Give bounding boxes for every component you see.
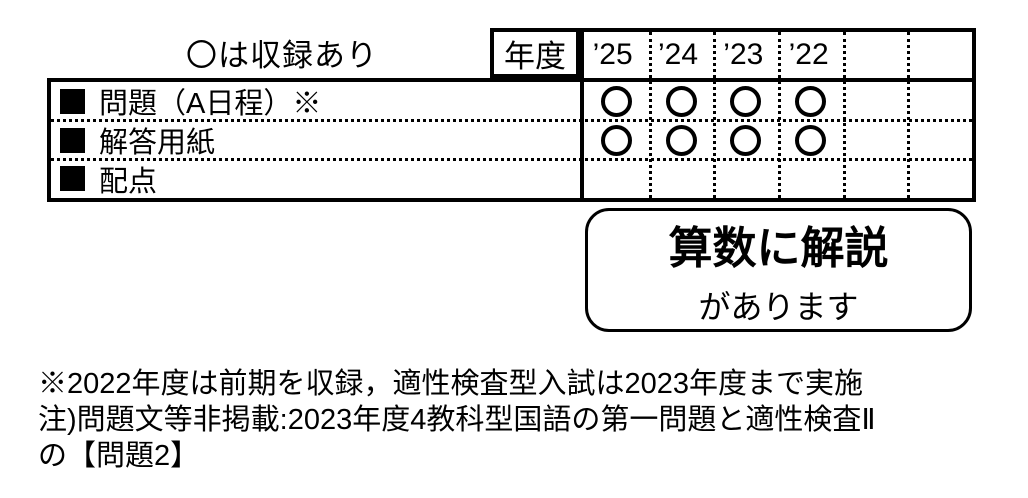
year-column-empty-2 (907, 32, 972, 78)
inclusion-cell (584, 82, 649, 121)
included-circle-icon (600, 124, 632, 156)
inclusion-cell (778, 82, 843, 121)
callout-subtitle: があります (698, 289, 859, 325)
table-row-scoring: 配点 (51, 159, 972, 198)
inclusion-cell (907, 121, 972, 160)
column-divider-solid (580, 28, 584, 202)
footnote-line-1: ※2022年度は前期を収録，適性検査型入試は2023年度まで実施 (38, 368, 864, 400)
inclusion-cell (649, 159, 714, 198)
included-circle-icon (665, 85, 697, 117)
inclusion-cell (713, 159, 778, 198)
year-column-2022: ’22 (788, 38, 829, 71)
row-cells (584, 121, 972, 160)
bullet-square-icon (60, 166, 85, 192)
column-divider-dotted (778, 32, 781, 198)
included-circle-icon (600, 85, 632, 117)
included-circle-icon (794, 85, 826, 117)
column-divider-dotted (843, 32, 846, 198)
table-row-problems: 問題（A日程）※ (51, 82, 972, 121)
column-divider-dotted (713, 32, 716, 198)
callout-box: 算数に解説 があります (585, 208, 972, 332)
column-divider-dotted (907, 32, 910, 198)
bullet-square-icon (60, 127, 85, 153)
included-circle-icon (730, 124, 762, 156)
legend-text: 〇は収録あり (186, 38, 378, 73)
footnote-line-3: の【問題2】 (38, 440, 200, 472)
year-column-2025: ’25 (592, 38, 633, 71)
row-divider-dotted (51, 119, 972, 122)
row-label: 配点 (99, 165, 158, 198)
row-label-cell: 解答用紙 (51, 119, 584, 161)
row-label-cell: 配点 (51, 158, 584, 200)
inclusion-cell (843, 82, 908, 121)
row-label: 問題（A日程）※ (99, 88, 322, 121)
callout-title: 算数に解説 (668, 224, 889, 273)
row-divider-dotted (51, 158, 972, 161)
inclusion-cell (778, 121, 843, 160)
inclusion-cell (584, 121, 649, 160)
footnote-line-2: 注)問題文等非掲載:2023年度4教科型国語の第一問題と適性検査Ⅱ (38, 404, 876, 436)
inclusion-cell (778, 159, 843, 198)
inclusion-cell (713, 82, 778, 121)
inclusion-cell (584, 159, 649, 198)
inclusion-cell (907, 159, 972, 198)
table-row-answer-sheets: 解答用紙 (51, 121, 972, 160)
year-column-2023: ’23 (723, 38, 764, 71)
footnotes: ※2022年度は前期を収録，適性検査型入試は2023年度まで実施 注)問題文等非… (38, 366, 1016, 474)
included-circle-icon (730, 85, 762, 117)
inclusion-cell (713, 121, 778, 160)
year-columns-header: ’25 ’24 ’23 ’22 (580, 28, 976, 78)
year-column-empty-1 (841, 32, 906, 78)
inclusion-table: 問題（A日程）※ 解答用紙 (47, 78, 976, 202)
row-label: 解答用紙 (99, 127, 216, 160)
inclusion-cell (843, 159, 908, 198)
year-column-2024: ’24 (657, 38, 699, 71)
year-header-label: 年度 (504, 38, 566, 74)
inclusion-cell (843, 121, 908, 160)
year-header-cell: 年度 (490, 28, 580, 78)
inclusion-cell (907, 82, 972, 121)
bullet-square-icon (60, 88, 85, 114)
column-divider-dotted (649, 32, 652, 198)
inclusion-cell (649, 82, 714, 121)
row-label-cell: 問題（A日程）※ (51, 80, 584, 122)
included-circle-icon (665, 124, 697, 156)
inclusion-cell (649, 121, 714, 160)
row-cells (584, 82, 972, 121)
included-circle-icon (794, 124, 826, 156)
